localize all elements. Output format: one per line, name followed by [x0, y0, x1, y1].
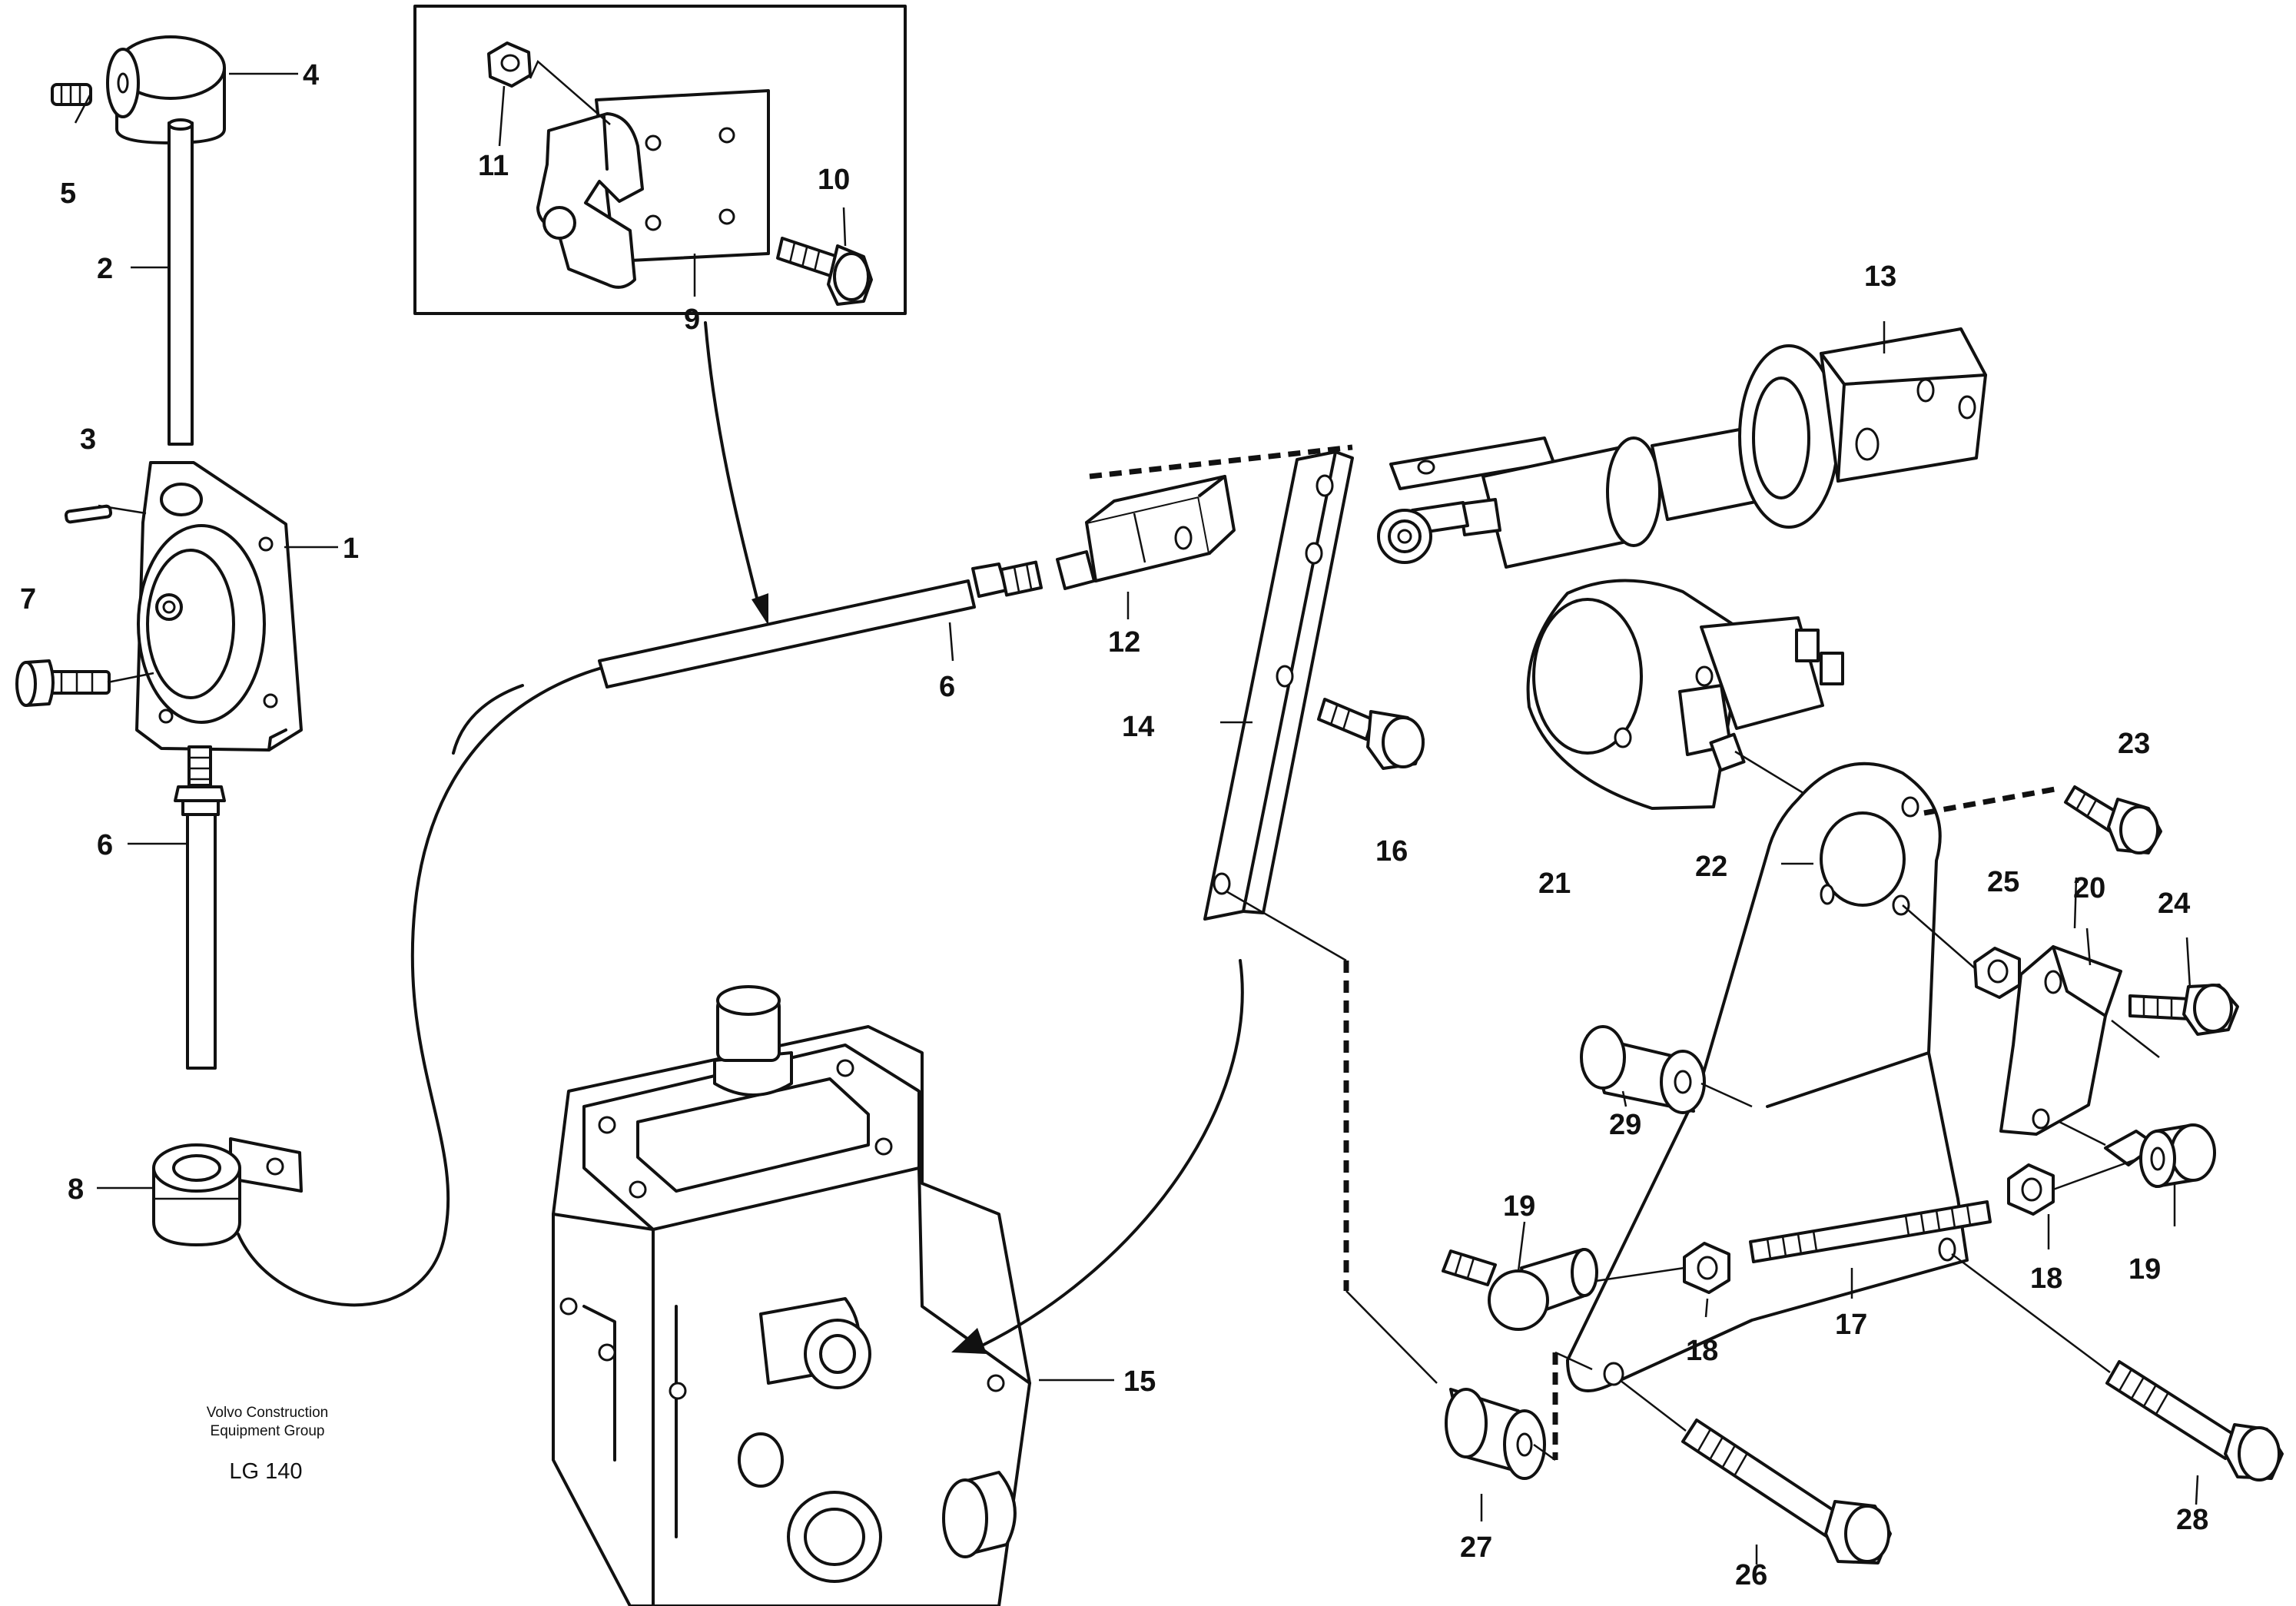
clamp-block-part-20 [1999, 945, 2122, 1136]
label-part-8: 8 [68, 1173, 84, 1206]
label-part-19-left: 19 [1503, 1190, 1535, 1223]
cable-part-6-upper [598, 560, 1043, 689]
solenoid-part-21 [1526, 579, 1844, 810]
label-part-16: 16 [1375, 835, 1408, 868]
label-part-3: 3 [80, 423, 96, 456]
lever-arm-part-14 [1203, 450, 1354, 921]
rod-part-2 [168, 118, 194, 446]
label-part-11: 11 [478, 150, 509, 182]
label-part-5: 5 [60, 178, 76, 210]
label-part-21: 21 [1538, 868, 1571, 900]
bolt-part-16 [1317, 698, 1425, 770]
ball-joint-part-19-right [2104, 1123, 2216, 1188]
bolt-part-28 [2105, 1360, 2284, 1482]
label-part-7: 7 [20, 583, 36, 616]
bolt-part-24 [2128, 984, 2239, 1036]
label-part-24: 24 [2158, 888, 2190, 920]
bracket-housing-part-1 [135, 461, 303, 752]
set-screw-part-5 [51, 83, 92, 106]
label-part-2: 2 [97, 253, 113, 285]
label-part-12: 12 [1108, 626, 1140, 659]
knob-part-4 [106, 35, 226, 144]
label-part-18-left: 18 [1686, 1335, 1718, 1367]
label-part-26: 26 [1735, 1559, 1767, 1591]
dashed-link-23 [1923, 785, 2060, 816]
clamp-part-8 [152, 1137, 303, 1246]
label-part-13: 13 [1864, 260, 1896, 293]
cable-part-6-lower [174, 745, 226, 1070]
pin-part-3 [64, 504, 113, 524]
caption-drawing-code: LG 140 [229, 1459, 302, 1484]
label-part-29: 29 [1609, 1109, 1641, 1141]
spacer-part-29 [1580, 1025, 1706, 1114]
label-part-10: 10 [818, 164, 850, 196]
label-part-6-lower: 6 [97, 829, 113, 861]
label-part-1: 1 [343, 533, 359, 565]
caption-company-line1: Volvo Construction [207, 1405, 328, 1421]
label-part-22: 22 [1695, 851, 1727, 883]
catch-bracket-part-9 [536, 89, 770, 289]
nut-part-11 [487, 41, 532, 88]
label-part-28: 28 [2176, 1504, 2208, 1536]
inset-arrow [704, 321, 761, 609]
label-part-20: 20 [2073, 872, 2105, 904]
label-part-15: 15 [1123, 1365, 1156, 1398]
label-part-17: 17 [1835, 1309, 1867, 1341]
dashed-link-top [1089, 444, 1353, 479]
label-part-23: 23 [2118, 728, 2150, 760]
threaded-rod-part-17 [1749, 1200, 1992, 1263]
label-part-4: 4 [303, 59, 319, 91]
bolt-part-26 [1681, 1419, 1892, 1565]
pump-arrow [982, 959, 1244, 1346]
bolt-part-10 [776, 237, 873, 306]
cable-loop-inner [452, 684, 524, 755]
nut-part-18-left [1683, 1242, 1730, 1294]
pump-block-part-15 [552, 985, 1031, 1606]
bolt-part-7 [15, 659, 111, 707]
label-part-14: 14 [1122, 711, 1154, 743]
clevis-part-12 [1056, 475, 1236, 590]
cylinder-part-13 [1377, 327, 1987, 569]
label-part-27: 27 [1460, 1531, 1492, 1564]
bolt-part-23 [2064, 785, 2162, 854]
caption-company-line2: Equipment Group [211, 1423, 325, 1439]
nut-part-18-right [2007, 1163, 2055, 1216]
label-part-18-right: 18 [2030, 1263, 2062, 1295]
inset-frame [413, 5, 907, 315]
cable-loop [237, 667, 601, 1307]
label-part-9: 9 [684, 304, 700, 336]
label-part-19-right: 19 [2128, 1253, 2161, 1286]
label-part-6-upper: 6 [939, 671, 955, 703]
label-part-25: 25 [1987, 866, 2019, 898]
spacer-part-27 [1445, 1388, 1546, 1480]
nut-part-25 [1973, 947, 2021, 999]
